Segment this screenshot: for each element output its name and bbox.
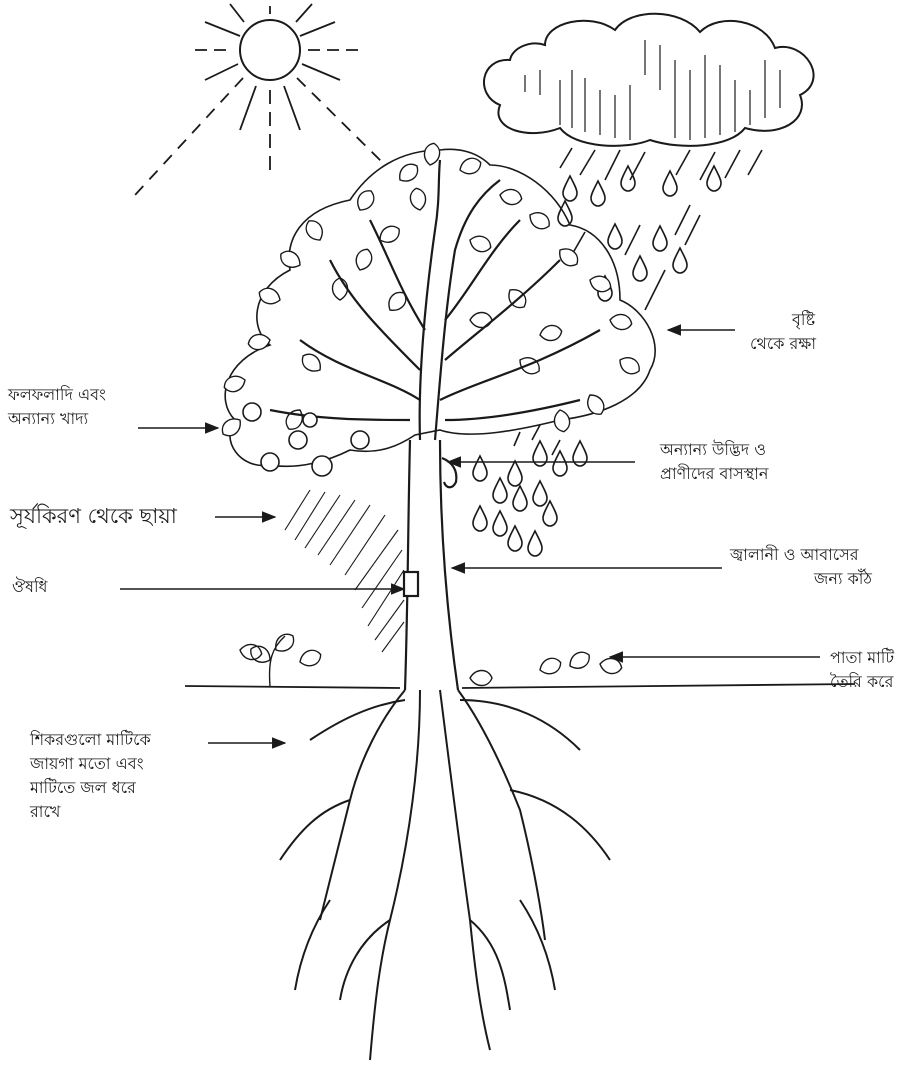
label-rain-protection: বৃষ্টি থেকে রক্ষা	[750, 308, 816, 356]
raindrops	[473, 166, 721, 556]
roots-icon	[280, 690, 610, 1060]
label-habitat-line-2: প্রাণীদের বাসস্থান	[660, 462, 768, 486]
label-shade-line-1: সূর্যকিরণ থেকে ছায়া	[10, 502, 177, 530]
small-plants	[239, 630, 324, 686]
label-habitat-line-1: অন্যান্য উদ্ভিদ ও	[660, 438, 768, 462]
label-habitat: অন্যান্য উদ্ভিদ ও প্রাণীদের বাসস্থান	[660, 438, 768, 486]
ground-line	[185, 630, 855, 688]
rain-streaks	[514, 148, 762, 455]
label-roots-line-2: জায়গা মতো এবং	[30, 752, 151, 776]
label-soil-making: পাতা মাটি তৈরি করে	[830, 646, 894, 694]
label-fruits-food-line-2: অন্যান্য খাদ্য	[8, 407, 106, 431]
label-fuel-wood-line-2: জন্য কাঁঠ	[730, 567, 872, 591]
label-fruits-food-line-1: ফলফলাদি এবং	[8, 383, 106, 407]
sun-rays	[135, 4, 385, 195]
shade-hatching	[285, 490, 404, 652]
label-soil-making-line-1: পাতা মাটি	[830, 646, 894, 670]
label-rain-protection-line-1: বৃষ্টি	[750, 308, 816, 332]
cloud-icon	[484, 14, 814, 146]
bark-cut-medicine	[404, 572, 418, 596]
label-roots-line-4: রাখে	[30, 800, 151, 824]
tree-trunk	[404, 440, 458, 690]
tree-canopy	[218, 142, 655, 476]
label-roots: শিকরগুলো মাটিকে জায়গা মতো এবং মাটিতে জল…	[30, 728, 151, 824]
leaves	[218, 142, 642, 440]
label-fuel-wood: জ্বালানী ও আবাসের জন্য কাঁঠ	[730, 543, 872, 591]
label-roots-line-3: মাটিতে জল ধরে	[30, 776, 151, 800]
label-soil-making-line-2: তৈরি করে	[830, 670, 894, 694]
label-rain-protection-line-2: থেকে রক্ষা	[750, 332, 816, 356]
fallen-leaves	[470, 649, 623, 686]
branches	[270, 160, 600, 440]
label-fruits-food: ফলফলাদি এবং অন্যান্য খাদ্য	[8, 383, 106, 431]
label-fuel-wood-line-1: জ্বালানী ও আবাসের	[730, 543, 872, 567]
label-medicine: ঔষধি	[12, 575, 48, 599]
label-shade: সূর্যকিরণ থেকে ছায়া	[10, 502, 177, 530]
label-medicine-line-1: ঔষধি	[12, 575, 48, 599]
rain-icon	[473, 148, 762, 556]
sun-icon	[135, 4, 385, 195]
label-roots-line-1: শিকরগুলো মাটিকে	[30, 728, 151, 752]
